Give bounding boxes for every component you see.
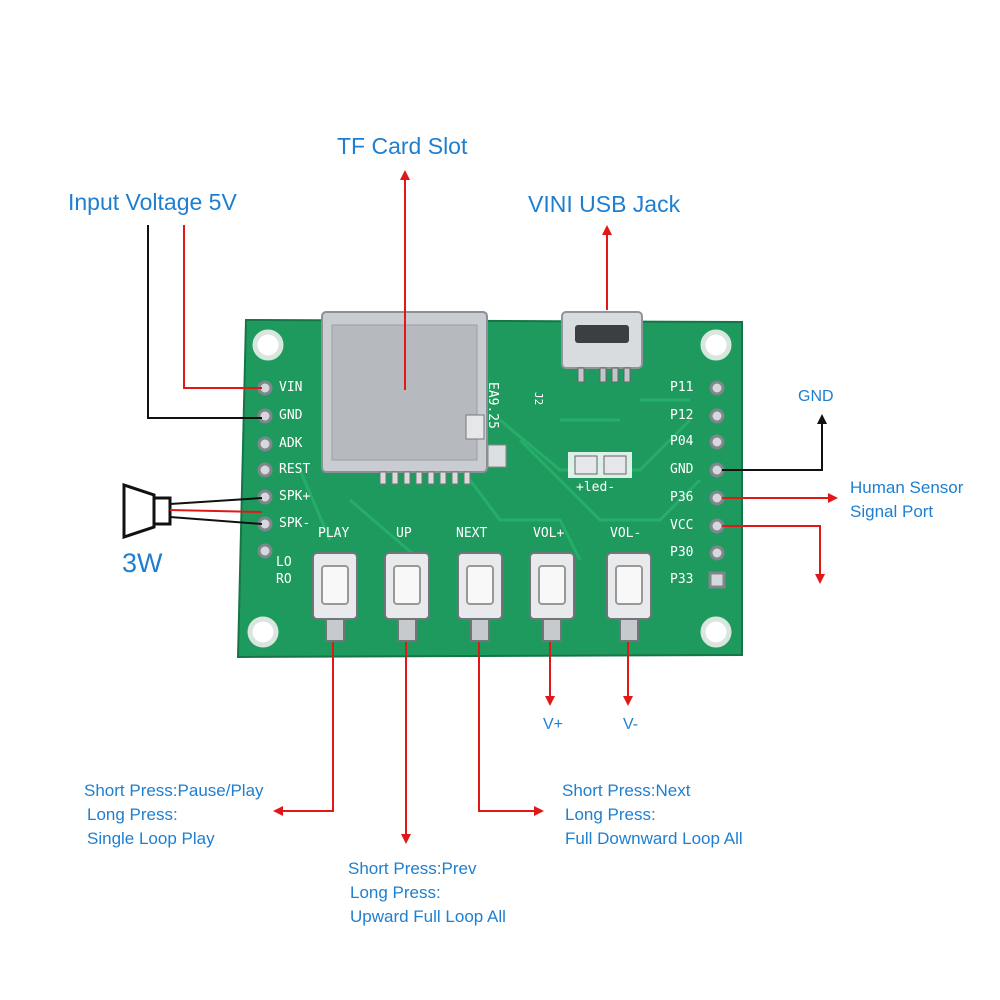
pin-label-spk-plus: SPK+: [279, 489, 311, 504]
pin-label-p12: P12: [670, 408, 694, 423]
pin-label-lo: LO: [276, 555, 292, 570]
usb-jack: [561, 311, 643, 383]
human-sensor-label: Human Sensor: [850, 478, 964, 497]
play-button-body: [312, 552, 358, 642]
play-function-text: Short Press:Pause/Play Long Press: Singl…: [84, 779, 264, 851]
right-header-pins: [708, 380, 726, 589]
button-label-vol-minus: VOL-: [610, 526, 642, 541]
play-arrow: [273, 642, 334, 816]
pin-label-p36: P36: [670, 490, 694, 505]
pin-label-p30: P30: [670, 545, 694, 560]
vol-plus-button-body: [529, 552, 575, 642]
vcc-arrow: [722, 525, 825, 584]
tactile-buttons: [312, 552, 652, 642]
pin-label-ro: RO: [276, 572, 292, 587]
chip-marking: EA9.25: [485, 382, 500, 429]
next-function-text: Short Press:Next Long Press: Full Downwa…: [562, 779, 743, 851]
mounting-holes: [247, 329, 732, 648]
speaker-icon: [122, 482, 172, 540]
prev-long-press-action: Upward Full Loop All: [350, 907, 506, 926]
pin-label-vin: VIN: [279, 380, 303, 395]
red-wires: [169, 225, 263, 513]
next-long-press: Long Press:: [565, 805, 656, 824]
next-arrow: [478, 642, 544, 816]
v-minus-label: V-: [623, 716, 639, 733]
button-label-vol-plus: VOL+: [533, 526, 565, 541]
play-long-press: Long Press:: [87, 805, 178, 824]
gnd-wire: [722, 414, 827, 471]
j2-marking: J2: [532, 392, 545, 406]
pin-label-rest: REST: [279, 462, 311, 477]
left-header-pins: [257, 380, 273, 559]
pin-label-p33: P33: [670, 572, 694, 587]
input-voltage-label: Input Voltage 5V: [68, 189, 237, 215]
button-label-play: PLAY: [318, 526, 350, 541]
prev-short-press: Short Press:Prev: [348, 859, 477, 878]
tf-card-slot-label: TF Card Slot: [337, 133, 468, 159]
prev-function-text: Short Press:Prev Long Press: Upward Full…: [348, 857, 506, 929]
led-marking: +led-: [576, 480, 616, 495]
speaker-power-label: 3W: [122, 548, 163, 578]
signal-port-label: Signal Port: [850, 502, 934, 521]
gnd-label: GND: [798, 388, 834, 405]
next-short-press: Short Press:Next: [562, 781, 691, 800]
button-label-up: UP: [396, 526, 412, 541]
up-button-body: [384, 552, 430, 642]
pin-label-spk-minus: SPK-: [279, 516, 311, 531]
pin-label-p11: P11: [670, 380, 694, 395]
v-plus-label: V+: [543, 716, 564, 733]
usb-jack-label: VINI USB Jack: [528, 191, 681, 217]
pin-label-gnd-right: GND: [670, 462, 694, 477]
next-button-body: [457, 552, 503, 642]
button-label-next: NEXT: [456, 526, 488, 541]
tf-card-slot: [321, 311, 507, 485]
black-wires: [147, 225, 263, 525]
pin-label-gnd-left: GND: [279, 408, 303, 423]
pin-label-p04: P04: [670, 434, 694, 449]
play-long-press-action: Single Loop Play: [87, 829, 215, 848]
play-short-press: Short Press:Pause/Play: [84, 781, 264, 800]
pin-label-vcc: VCC: [670, 518, 694, 533]
led-pads: [568, 452, 632, 478]
vol-minus-button-body: [606, 552, 652, 642]
next-long-press-action: Full Downward Loop All: [565, 829, 743, 848]
prev-long-press: Long Press:: [350, 883, 441, 902]
pin-label-adk: ADK: [279, 436, 303, 451]
